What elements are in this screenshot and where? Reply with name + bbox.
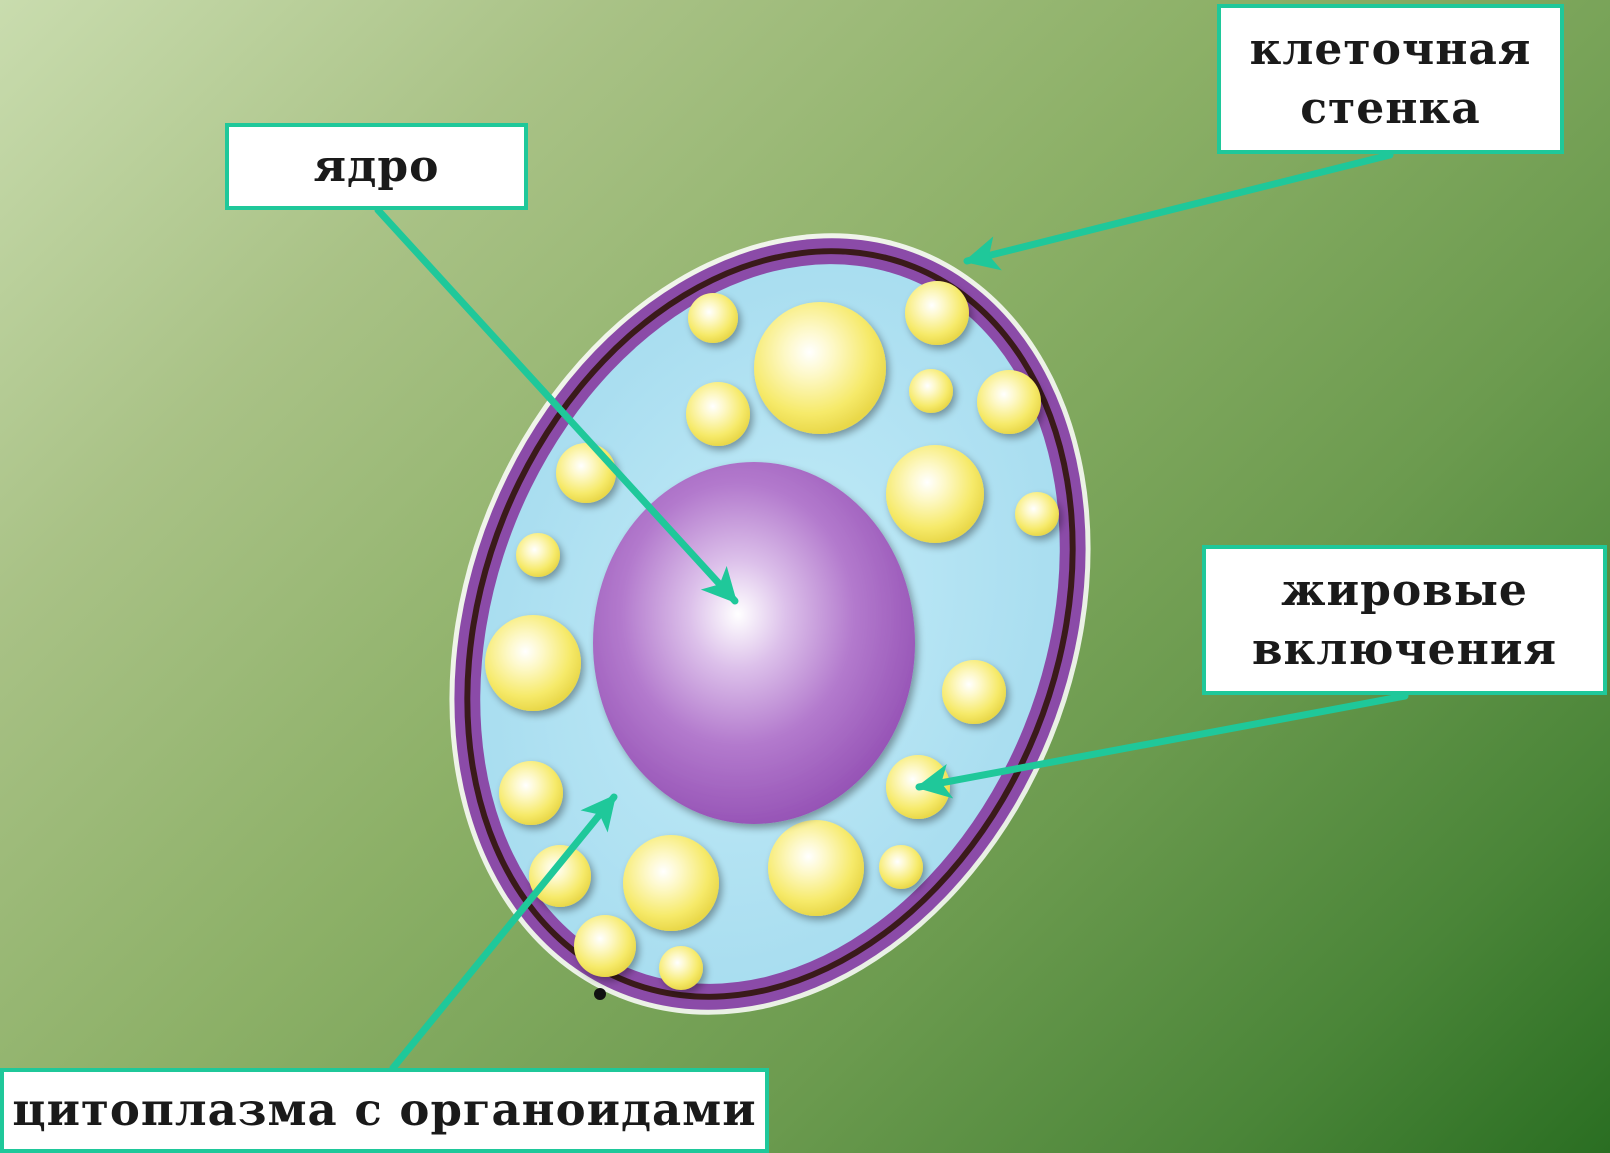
label-nucleus-text: ядро xyxy=(314,137,440,196)
fat-droplet xyxy=(688,293,738,343)
label-fat-line2: включения xyxy=(1252,620,1557,679)
fat-droplet xyxy=(977,370,1041,434)
cell xyxy=(336,136,1204,1112)
cell-dot xyxy=(594,988,606,1000)
nucleus xyxy=(593,462,915,824)
fat-droplet xyxy=(754,302,886,434)
label-cytoplasm-text: цитоплазма с органоидами xyxy=(12,1080,756,1141)
fat-droplet xyxy=(516,533,560,577)
label-cytoplasm: цитоплазма с органоидами xyxy=(0,1068,769,1153)
label-cell-wall-line2: стенка xyxy=(1250,79,1532,138)
fat-droplet xyxy=(485,615,581,711)
label-fat-inclusions: жировые включения xyxy=(1202,545,1607,695)
fat-droplet xyxy=(574,915,636,977)
fat-droplet xyxy=(768,820,864,916)
label-cell-wall: клеточная стенка xyxy=(1217,4,1564,154)
fat-droplet xyxy=(909,369,953,413)
fat-droplet xyxy=(556,443,616,503)
fat-droplet xyxy=(686,382,750,446)
fat-droplet xyxy=(623,835,719,931)
label-nucleus: ядро xyxy=(225,123,528,210)
fat-droplet xyxy=(942,660,1006,724)
fat-droplet xyxy=(529,845,591,907)
label-fat-line1: жировые xyxy=(1252,561,1557,620)
fat-droplet xyxy=(905,281,969,345)
arrow-cell-wall xyxy=(967,155,1390,261)
label-cell-wall-line1: клеточная xyxy=(1250,20,1532,79)
fat-droplet xyxy=(886,445,984,543)
fat-droplet xyxy=(659,946,703,990)
fat-droplet xyxy=(879,845,923,889)
fat-droplet xyxy=(1015,492,1059,536)
fat-droplet xyxy=(499,761,563,825)
